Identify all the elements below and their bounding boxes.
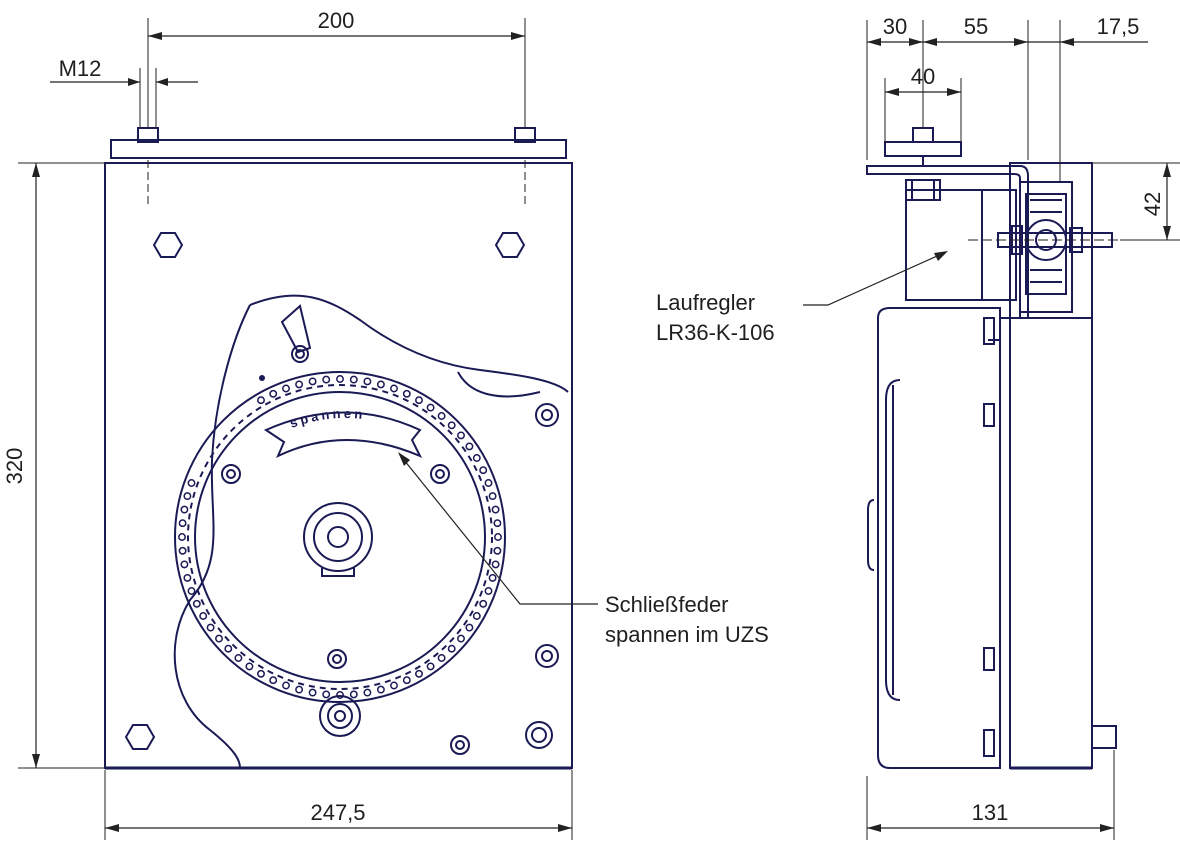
gear-tooth: [349, 375, 358, 384]
gear-tooth: [178, 546, 187, 555]
gear-tooth: [282, 681, 290, 690]
gear-tooth: [349, 690, 358, 699]
dim-side-offset-1: 30: [883, 14, 907, 39]
gear-tooth: [390, 384, 398, 393]
gear-tooth: [180, 560, 189, 569]
gear-tooth: [295, 380, 304, 389]
hex-nut-top-left: [152, 232, 184, 258]
gear-tooth: [426, 403, 435, 412]
cutaway-outline: [173, 294, 569, 769]
gear-tooth: [245, 662, 254, 671]
gear-tooth: [192, 599, 201, 608]
gear-tooth: [199, 612, 208, 620]
side-housing: [877, 307, 1001, 769]
dim-front-height: 320: [2, 448, 27, 485]
gear-tooth: [488, 573, 497, 582]
gear-tooth: [437, 412, 446, 420]
gear-tooth: [465, 442, 474, 451]
gear-tooth: [472, 454, 481, 462]
gear-tooth: [376, 380, 385, 389]
gear-tooth: [402, 389, 411, 398]
governor-housing: [905, 189, 1017, 301]
spring-label-line1: Schließfeder: [605, 592, 729, 617]
gear-tooth: [282, 384, 290, 393]
gear-tooth: [479, 466, 488, 475]
gear-tooth: [269, 676, 278, 685]
gear-tooth: [269, 389, 278, 398]
governor-label-line2: LR36-K-106: [656, 320, 775, 345]
gear-tooth: [465, 623, 474, 632]
gear-tooth: [257, 669, 265, 678]
dim-side-offset-2: 55: [964, 14, 988, 39]
spring-callout: Schließfeder spannen im UZS: [398, 452, 769, 647]
gear-tooth: [488, 492, 497, 501]
gear-tooth: [178, 533, 186, 541]
gear-tooth: [308, 377, 317, 386]
gear-tooth: [363, 377, 372, 386]
gear-tooth: [183, 573, 192, 582]
dim-side-offset-3: 17,5: [1097, 14, 1140, 39]
gear-tooth: [493, 519, 502, 528]
gear-tooth: [187, 587, 196, 595]
dim-side-height-offset: 42: [1140, 192, 1165, 216]
gear-tooth: [479, 599, 488, 608]
gear-tooth: [215, 634, 223, 643]
gear-tooth: [336, 691, 344, 699]
governor-label-line1: Laufregler: [656, 290, 755, 315]
gear-tooth: [402, 676, 411, 685]
gear-tooth: [178, 519, 187, 528]
gear-tooth: [224, 644, 233, 653]
gear-tooth: [447, 421, 456, 430]
gear-tooth: [415, 396, 423, 405]
gear-tooth: [308, 688, 317, 697]
gear-tooth: [180, 505, 189, 514]
dim-front-width: 247,5: [310, 800, 365, 825]
gear-tooth: [295, 685, 304, 694]
spring-label-line2: spannen im UZS: [605, 622, 769, 647]
hex-nut-top-right: [494, 232, 526, 258]
gear-tooth: [322, 690, 331, 699]
gear-tooth: [426, 662, 435, 671]
spring-gear-wheel: [174, 371, 506, 703]
hex-nut-bottom-left: [124, 724, 156, 750]
gear-tooth: [484, 479, 493, 487]
side-view: [866, 127, 1120, 770]
hub-outer: [303, 502, 373, 572]
gear-tooth: [322, 375, 331, 384]
gear-tooth: [457, 634, 465, 643]
governor-callout: Laufregler LR36-K-106: [656, 251, 948, 345]
dim-thread: M12: [59, 56, 102, 81]
gear-tooth: [491, 560, 500, 569]
gear-tooth: [491, 505, 500, 514]
gear-tooth: [390, 681, 398, 690]
gear-tooth: [457, 431, 465, 440]
gear-tooth: [206, 623, 215, 632]
mounting-bracket: [866, 165, 1029, 319]
gear-tooth: [484, 587, 493, 595]
pawl-lever: [280, 304, 312, 354]
dim-side-depth: 131: [972, 800, 1009, 825]
tension-banner: [263, 411, 423, 459]
gear-tooth: [437, 654, 446, 662]
gear-tooth: [472, 612, 481, 620]
gear-tooth: [336, 375, 344, 383]
gear-tooth: [187, 479, 196, 487]
side-dimensions: 30 55 17,5 40 42 131: [866, 14, 1180, 840]
gear-tooth: [257, 396, 265, 405]
gear-teeth: [178, 375, 502, 699]
gear-tooth: [415, 669, 423, 678]
gear-tooth: [183, 492, 192, 501]
dim-bolt-spacing: 200: [318, 8, 355, 33]
gear-tooth: [376, 685, 385, 694]
gear-tooth: [363, 688, 372, 697]
top-mounting-plate: [110, 139, 567, 159]
front-dimensions: 200 M12 320 247,5: [2, 8, 573, 840]
gear-tooth: [493, 546, 502, 555]
dim-side-bracket: 40: [911, 64, 935, 89]
gear-tooth: [447, 644, 456, 653]
gear-tooth: [494, 533, 502, 541]
gear-tooth: [234, 654, 243, 662]
front-view: spannen: [104, 127, 573, 770]
